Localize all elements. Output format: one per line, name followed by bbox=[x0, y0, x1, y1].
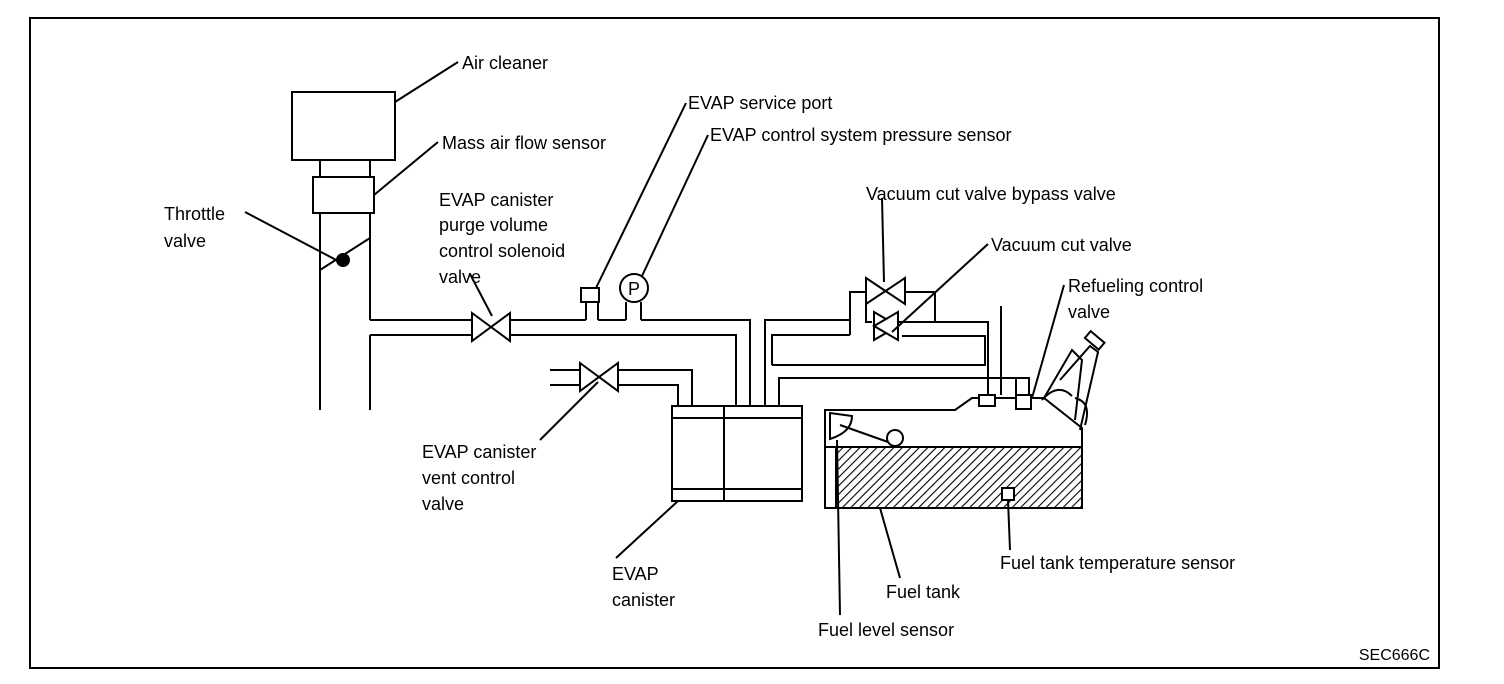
fuel-tank-liquid bbox=[835, 446, 1083, 509]
evap-canister-box bbox=[671, 405, 803, 502]
service-port-symbol bbox=[580, 287, 600, 303]
label-pressure-sensor: EVAP control system pressure sensor bbox=[710, 125, 1011, 145]
label-fuel-level-sensor: Fuel level sensor bbox=[818, 620, 954, 640]
label-refueling-control-valve-2: valve bbox=[1068, 302, 1110, 322]
refueling-control-valve-symbol bbox=[1015, 394, 1032, 410]
label-throttle-valve-2: valve bbox=[164, 231, 206, 251]
label-purge-valve-1: EVAP canister bbox=[439, 190, 553, 210]
label-vent-control-valve-2: vent control bbox=[422, 468, 515, 488]
pressure-sensor-symbol-label: P bbox=[628, 279, 640, 299]
fuel-level-float bbox=[886, 429, 904, 447]
diagram-frame bbox=[29, 17, 1440, 669]
leader-lines bbox=[244, 61, 1065, 616]
filler-cap bbox=[1083, 329, 1106, 352]
pressure-sensor-symbol bbox=[619, 273, 649, 303]
mass-air-flow-sensor-box bbox=[312, 176, 375, 214]
label-evap-canister-1: EVAP bbox=[612, 564, 659, 584]
label-refueling-control-valve-1: Refueling control bbox=[1068, 276, 1203, 296]
label-evap-canister-2: canister bbox=[612, 590, 675, 610]
label-fuel-tank-temperature-sensor: Fuel tank temperature sensor bbox=[1000, 553, 1235, 573]
label-service-port: EVAP service port bbox=[688, 93, 832, 113]
purge-valve-symbol bbox=[471, 311, 511, 343]
label-vacuum-cut-valve: Vacuum cut valve bbox=[991, 235, 1132, 255]
bypass-valve-symbol bbox=[865, 276, 906, 306]
label-mass-air-flow-sensor: Mass air flow sensor bbox=[442, 133, 606, 153]
label-purge-valve-4: valve bbox=[439, 267, 481, 287]
vent-valve-symbol bbox=[579, 361, 619, 393]
label-vent-control-valve-3: valve bbox=[422, 494, 464, 514]
label-vent-control-valve-1: EVAP canister bbox=[422, 442, 536, 462]
label-fuel-tank: Fuel tank bbox=[886, 582, 961, 602]
label-bypass-valve: Vacuum cut valve bypass valve bbox=[866, 184, 1116, 204]
throttle-shaft bbox=[336, 253, 350, 267]
air-cleaner-box bbox=[291, 91, 396, 161]
label-purge-valve-2: purge volume bbox=[439, 215, 548, 235]
label-air-cleaner: Air cleaner bbox=[462, 53, 548, 73]
label-purge-valve-3: control solenoid bbox=[439, 241, 565, 261]
label-throttle-valve-1: Throttle bbox=[164, 204, 225, 224]
fuel-tank-temperature-sensor-symbol bbox=[1001, 487, 1015, 501]
vacuum-cut-port-symbol bbox=[978, 394, 996, 407]
figure-code: SEC666C bbox=[1359, 647, 1430, 664]
